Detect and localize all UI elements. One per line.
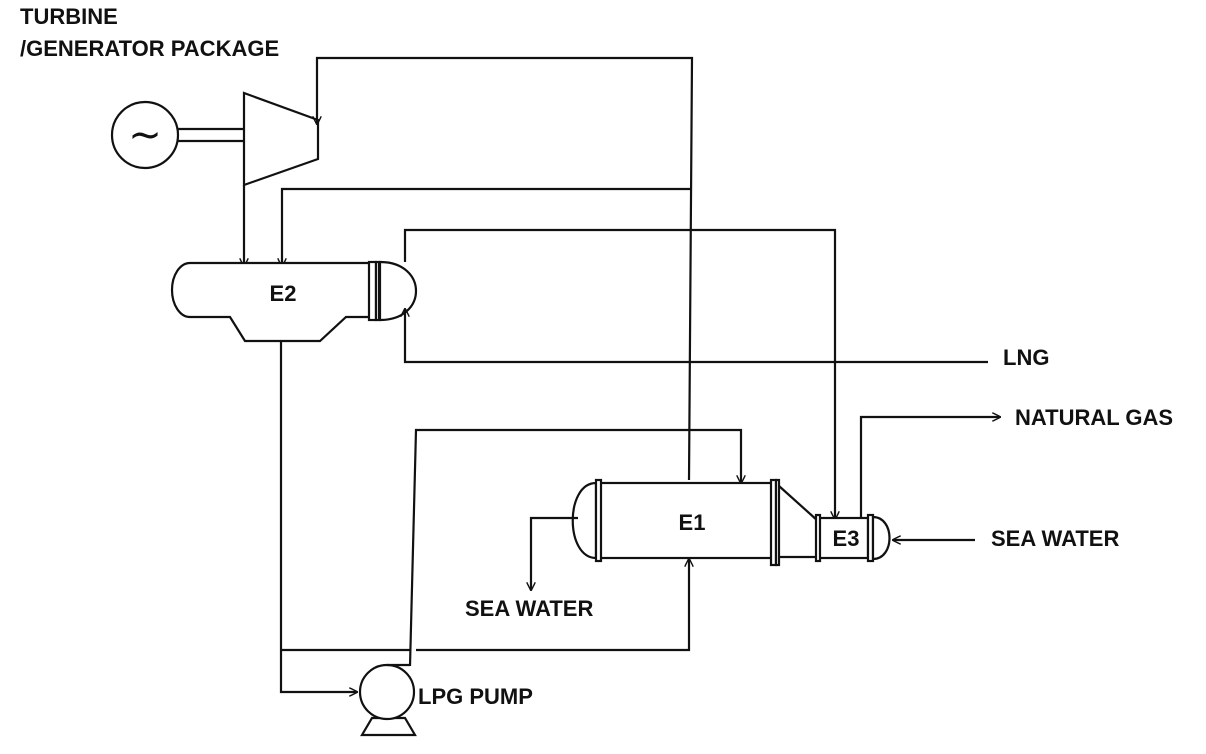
- turbine: [242, 91, 320, 187]
- generator: ~: [110, 100, 180, 170]
- sea-water-outlet-label: SEA WATER: [465, 596, 593, 621]
- natural-gas-label: NATURAL GAS: [1015, 405, 1173, 430]
- e1-heat-exchanger: E1: [571, 478, 781, 567]
- lng-label: LNG: [1003, 345, 1049, 370]
- lpg-pump: [358, 663, 417, 737]
- turbine-inlet-line: [317, 56, 694, 481]
- generator-symbol: ~: [128, 112, 162, 158]
- bypass-line-e2: [282, 187, 690, 266]
- e2-to-e3-line: [403, 228, 835, 519]
- e3-label: E3: [833, 526, 860, 551]
- natural-gas-line: [859, 417, 1000, 518]
- e1-e3-upper-link: [778, 485, 819, 522]
- e2-condenser: E2: [170, 260, 417, 343]
- e1-feed-line: [416, 559, 689, 652]
- e1-label: E1: [679, 510, 706, 535]
- turbine-shaft: [178, 127, 244, 143]
- title-line-2: /GENERATOR PACKAGE: [20, 36, 279, 61]
- e2-label: E2: [270, 281, 297, 306]
- title-line-1: TURBINE: [20, 4, 118, 29]
- sea-water-inlet-label: SEA WATER: [991, 526, 1119, 551]
- sea-water-outlet-line: [531, 516, 578, 590]
- e3-trim-heater: E3: [814, 513, 891, 563]
- lpg-pump-label: LPG PUMP: [418, 684, 533, 709]
- e2-bottom-outlet: [279, 341, 357, 692]
- pump-discharge-line: [408, 428, 741, 667]
- lng-line: [405, 309, 988, 364]
